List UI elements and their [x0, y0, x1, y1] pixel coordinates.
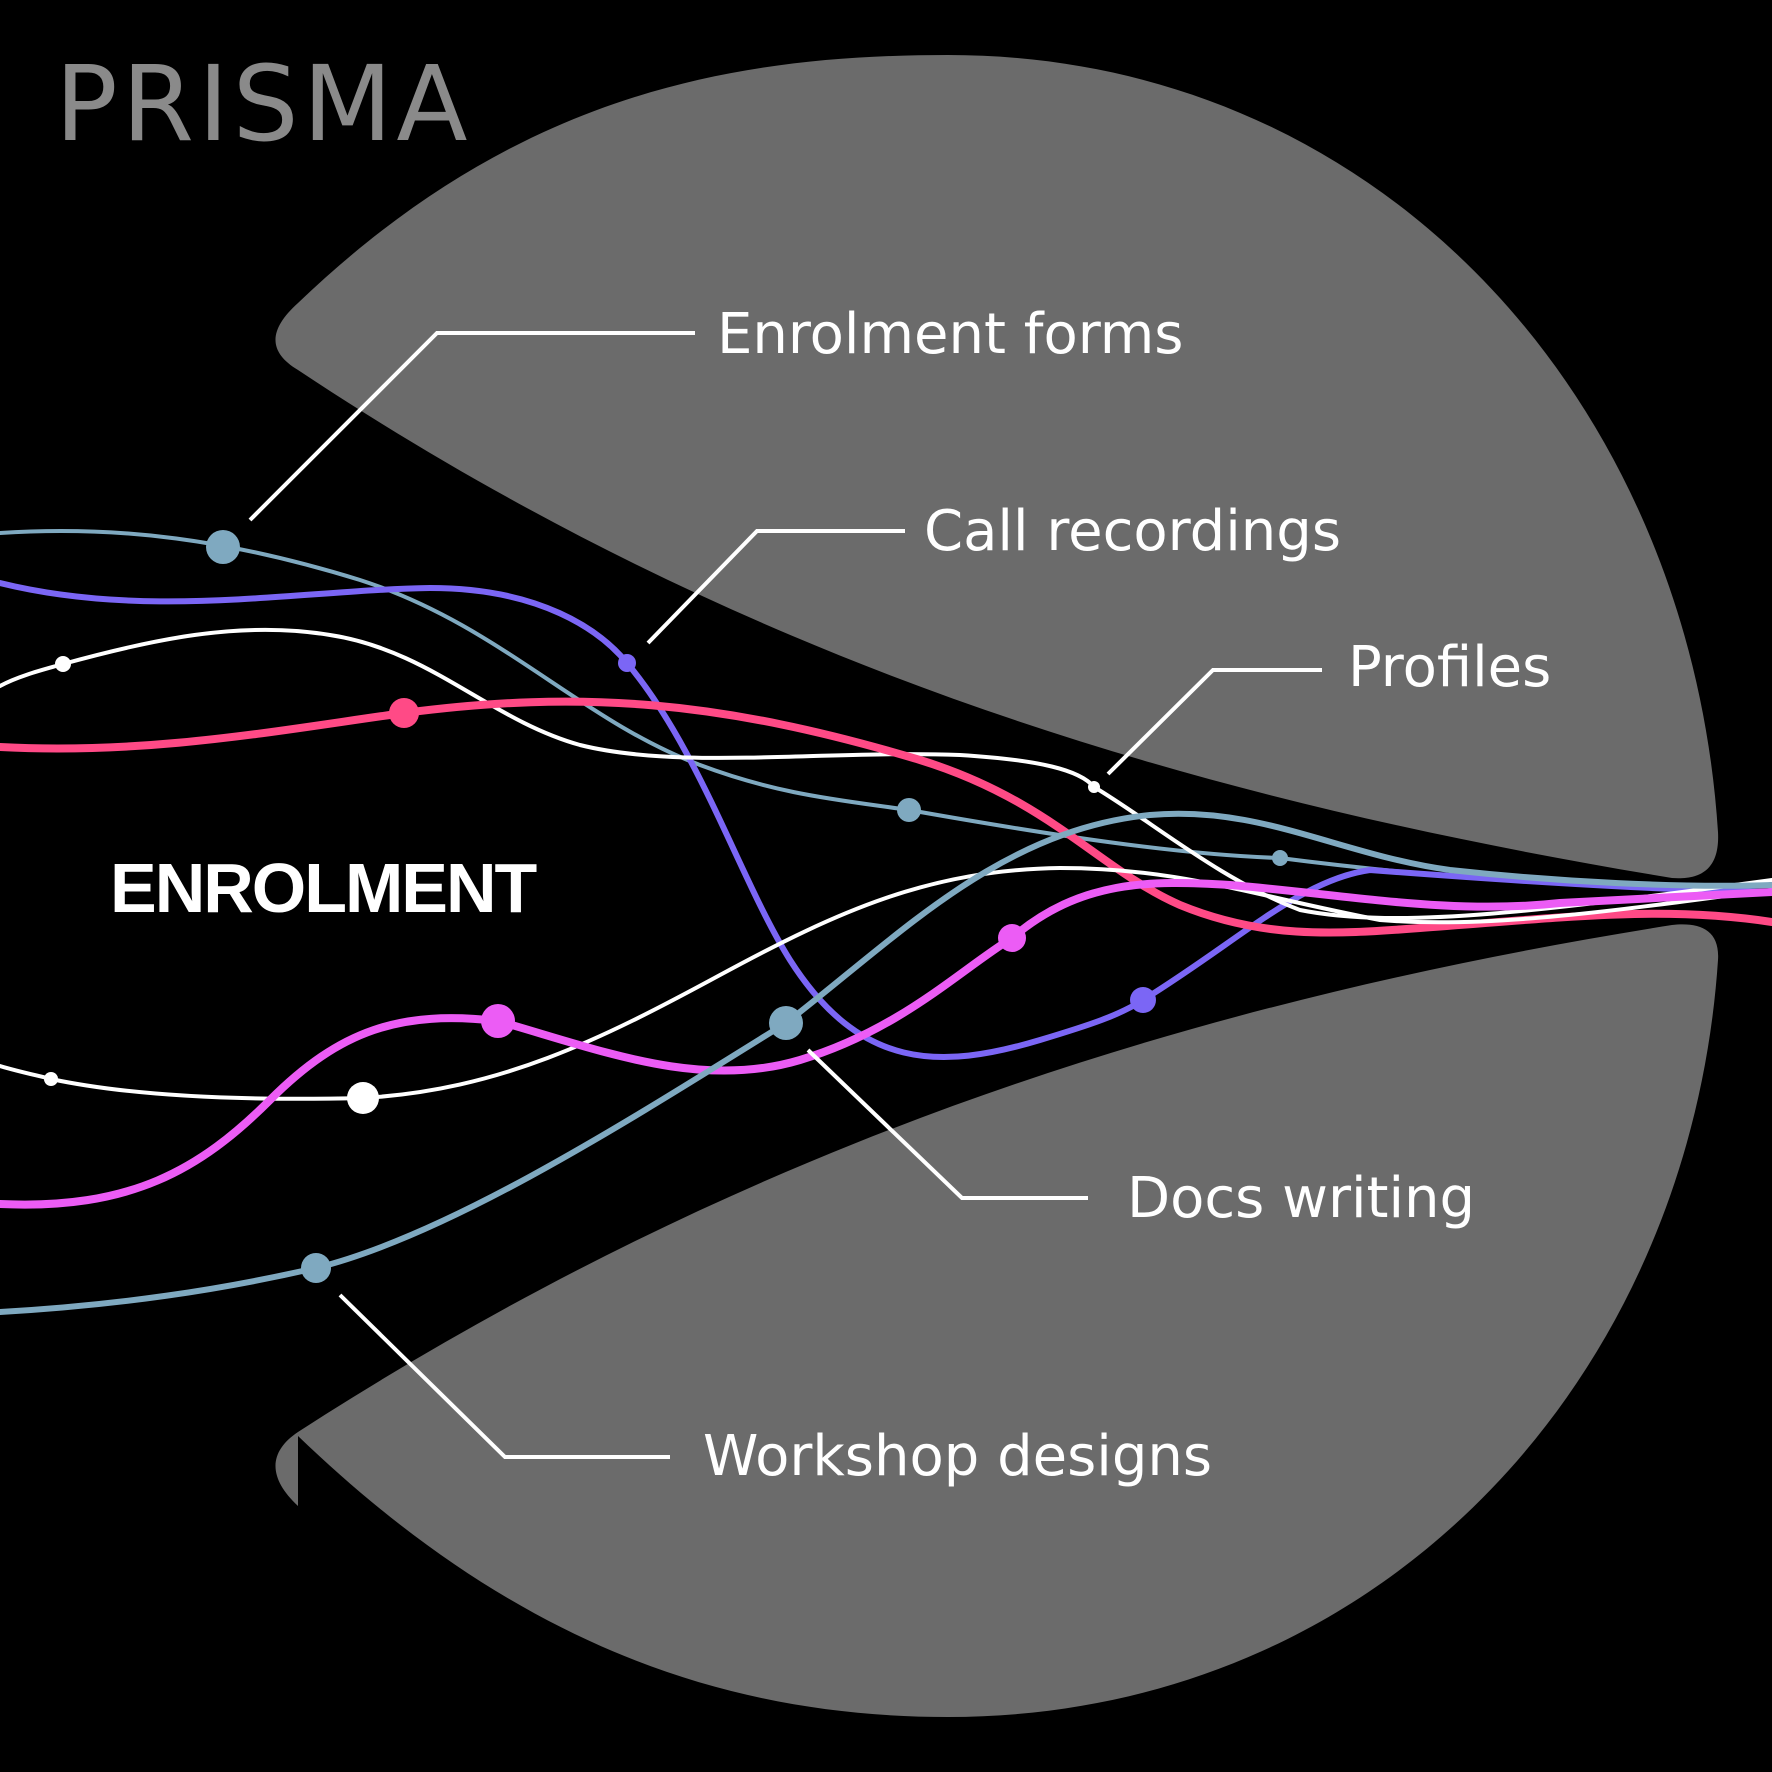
teal-node-docs: [769, 1006, 803, 1040]
purple-node: [618, 654, 636, 672]
magenta-line: [0, 879, 1772, 1209]
magenta-node-right: [998, 924, 1026, 952]
label-call-recordings: Call recordings: [924, 499, 1341, 564]
label-enrolment-forms: Enrolment forms: [717, 302, 1183, 367]
leader-call-recordings: [646, 529, 905, 645]
purple-line: [0, 580, 1772, 1061]
flow-nodes: [44, 530, 1288, 1283]
leader-enrolment-forms: [248, 331, 695, 522]
label-profiles: Profiles: [1348, 635, 1551, 700]
teal-node-large: [206, 530, 240, 564]
label-workshop-designs: Workshop designs: [703, 1424, 1212, 1489]
white-upper-line: [0, 627, 1772, 921]
upper-segment-shape: [275, 55, 1719, 879]
white-node-small-lower: [44, 1072, 58, 1086]
purple-node-right: [1130, 987, 1156, 1013]
white-node-profiles: [1088, 781, 1100, 793]
brand-logo: PRISMA: [55, 43, 472, 165]
section-title: ENROLMENT: [110, 849, 537, 927]
teal-node-mid: [897, 798, 921, 822]
leader-workshop-designs: [338, 1293, 670, 1459]
pink-node: [389, 698, 419, 728]
teal-node-right: [1272, 850, 1288, 866]
teal-node-workshop: [301, 1253, 331, 1283]
label-docs-writing: Docs writing: [1127, 1166, 1475, 1231]
leader-docs-writing: [806, 1048, 1088, 1200]
white-node-small-upper: [55, 656, 71, 672]
lower-segment-shape: [275, 924, 1719, 1717]
leader-profiles: [1106, 668, 1322, 776]
magenta-node-left: [481, 1004, 515, 1038]
callout-leaders: [248, 331, 1322, 1459]
white-node-large: [347, 1082, 379, 1114]
white-lower-line: [0, 865, 1772, 1101]
pink-line: [0, 697, 1772, 937]
